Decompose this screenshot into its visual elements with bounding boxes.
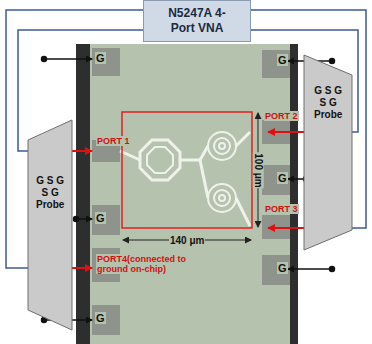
- region-outline: [122, 112, 252, 228]
- dimension-label: 100 μm: [253, 152, 264, 188]
- chip-die: [76, 44, 298, 344]
- port-label: PORT 2: [264, 111, 299, 121]
- probe-label: G S G S G Probe: [314, 85, 342, 121]
- probe-outline: [304, 55, 352, 250]
- ground-label: G: [95, 312, 106, 324]
- dimension-label: 140 μm: [169, 235, 205, 246]
- chip-edge: [76, 44, 90, 344]
- ground-label: G: [277, 54, 288, 66]
- port-label: PORT 3: [264, 204, 299, 214]
- probe-label: G S G S G Probe: [36, 175, 64, 211]
- ground-label: G: [277, 172, 288, 184]
- port-arrows: [28, 132, 352, 268]
- cable: [18, 30, 143, 151]
- ground-label: G: [95, 212, 106, 224]
- instrument-box: N5247A 4-Port VNA: [143, 0, 251, 42]
- cable: [6, 10, 143, 268]
- probe-outline: [28, 120, 72, 330]
- ground-arrows: [42, 57, 335, 323]
- ground-label: G: [95, 52, 106, 64]
- chip-edge: [290, 44, 298, 344]
- probe-head: G S G S G Probe: [304, 55, 352, 250]
- probe-head: G S G S G Probe: [28, 120, 72, 330]
- circuit-layout: [120, 132, 250, 226]
- instrument-name: N5247A 4-Port VNA: [158, 6, 236, 36]
- port-label: PORT 1: [96, 136, 131, 146]
- ground-label: G: [277, 262, 288, 274]
- port-label: PORT4(connected to ground on-chip): [96, 254, 198, 274]
- bond-pads: [92, 48, 290, 335]
